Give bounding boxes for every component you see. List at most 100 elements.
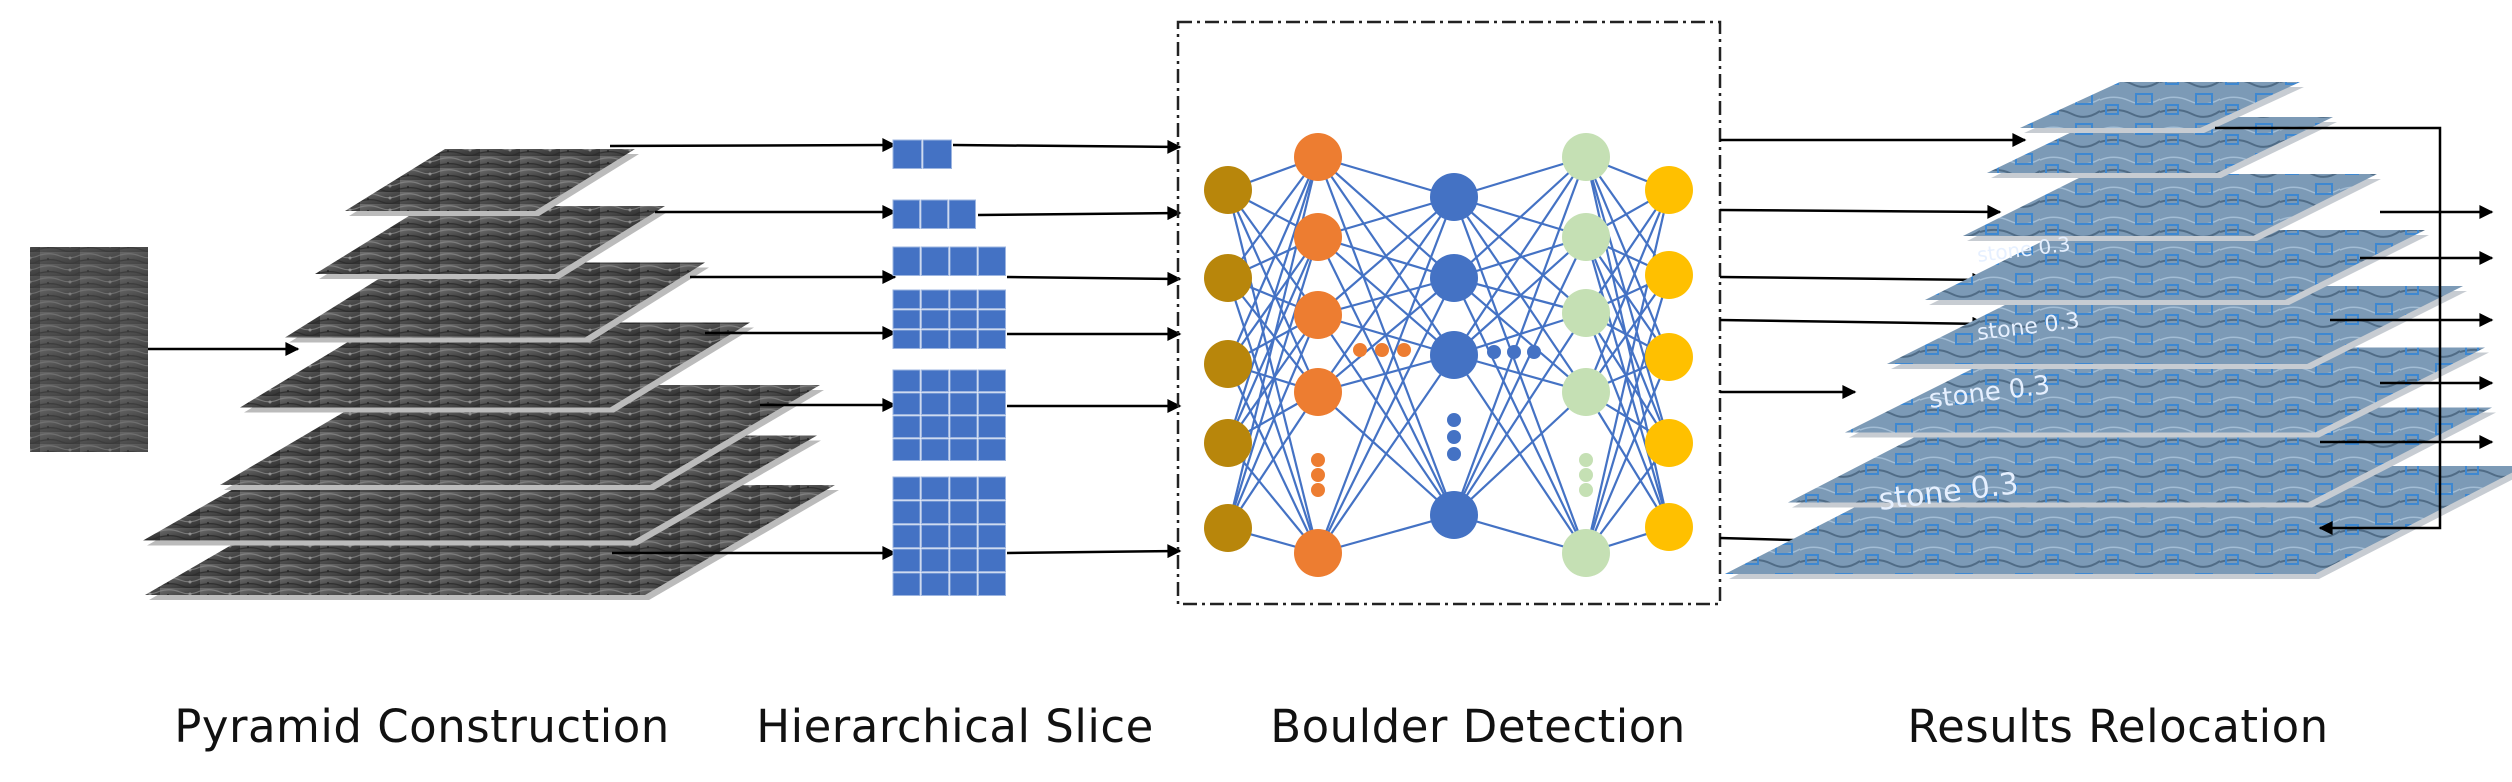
label-boulder-detection: Boulder Detection <box>1270 700 1686 753</box>
pyramid-layer <box>240 322 750 408</box>
slice-cell <box>921 548 949 572</box>
network-connection <box>1227 391 1319 529</box>
network-connection <box>1453 156 1587 279</box>
ellipsis-dot <box>1311 453 1325 467</box>
arrow-slice-to-network <box>1006 544 1182 559</box>
network-connection <box>1316 196 1456 554</box>
label-results-relocation: Results Relocation <box>1907 700 2329 753</box>
ellipsis-dot <box>1579 468 1593 482</box>
slice-cell <box>892 309 921 329</box>
slice-cell <box>921 289 949 309</box>
network-connection <box>1584 312 1671 528</box>
slice-cell <box>892 548 921 572</box>
network-connection <box>1226 314 1320 529</box>
pyramid-stack <box>143 149 839 600</box>
slice-cell <box>921 329 949 349</box>
slice-cell <box>949 438 978 461</box>
network-connection <box>1453 312 1587 516</box>
slice-cell <box>892 500 921 524</box>
bottleneck-node <box>1430 254 1478 302</box>
network-connection <box>1585 312 1670 444</box>
slice-cell <box>978 392 1006 415</box>
result-layer <box>1887 286 2463 364</box>
pyramid-layer <box>285 262 705 338</box>
slice-cell <box>921 476 949 500</box>
ellipsis-dot <box>1447 430 1461 444</box>
slice-cell <box>921 369 949 392</box>
pyramid-layer <box>345 149 635 211</box>
arrow-pyramid-to-slice <box>609 138 897 153</box>
network-connection <box>1453 156 1587 356</box>
slice-cell <box>921 309 949 329</box>
slice-block <box>892 139 952 169</box>
ellipsis-dot <box>1447 447 1461 461</box>
decoder-node <box>1562 368 1610 416</box>
result-layer-tint <box>1925 230 2425 300</box>
encoder-node <box>1294 213 1342 261</box>
slice-cell <box>921 415 949 438</box>
result-layer-tint <box>1887 286 2463 364</box>
slice-cell <box>921 392 949 415</box>
network-dashdot-frame <box>1176 20 1722 606</box>
network-connection <box>1453 236 1587 356</box>
network-nodes <box>1204 133 1693 577</box>
arrow-network-to-results <box>1719 316 1987 331</box>
ellipsis-dot <box>1353 343 1367 357</box>
slice-cell <box>921 246 949 276</box>
slice-cell <box>892 139 922 169</box>
slice-cell <box>949 415 978 438</box>
loop-line <box>2215 126 2442 535</box>
slice-cell <box>922 139 952 169</box>
slice-cell <box>921 524 949 548</box>
output-node <box>1645 503 1693 551</box>
network-connection <box>1227 277 1319 393</box>
source-image-group <box>30 247 300 452</box>
slice-cell <box>892 476 921 500</box>
decoder-node <box>1562 213 1610 261</box>
decoder-node <box>1562 133 1610 181</box>
input-node <box>1204 166 1252 214</box>
network-connection <box>1584 356 1671 554</box>
slice-cell <box>978 369 1006 392</box>
network-connection <box>1226 156 1320 365</box>
slice-cell <box>949 524 978 548</box>
network-connection <box>1584 189 1671 554</box>
network-connection <box>1227 189 1319 316</box>
input-node <box>1204 254 1252 302</box>
slice-cell <box>978 246 1006 276</box>
slice-cell <box>921 500 949 524</box>
slice-cell <box>892 524 921 548</box>
bottleneck-node <box>1430 173 1478 221</box>
boulder-detection-network <box>1176 20 1722 606</box>
network-connection <box>1226 189 1320 554</box>
slice-cell <box>949 548 978 572</box>
result-layer <box>1963 174 2377 236</box>
slice-cell <box>892 572 921 596</box>
slice-cell <box>892 438 921 461</box>
result-layer-tint <box>2020 82 2300 128</box>
network-connection <box>1584 274 1671 554</box>
encoder-node <box>1294 368 1342 416</box>
slice-block <box>892 476 1006 596</box>
network-connection <box>1317 196 1455 316</box>
slice-cell <box>978 415 1006 438</box>
network-connection <box>1317 277 1455 554</box>
network-connection <box>1453 236 1587 516</box>
ellipsis-dot <box>1447 413 1461 427</box>
network-connection <box>1453 391 1587 516</box>
network-connection <box>1585 236 1670 358</box>
arrow-slice-to-network <box>977 206 1182 221</box>
arrow-slice-to-network <box>1006 271 1182 286</box>
slice-block <box>892 289 1006 349</box>
decoder-node <box>1562 289 1610 337</box>
encoder-node <box>1294 291 1342 339</box>
slice-cell <box>892 329 921 349</box>
result-layer-tint <box>1963 174 2377 236</box>
ellipsis-dot <box>1579 483 1593 497</box>
ellipsis-dot <box>1375 343 1389 357</box>
source-terrain-image <box>30 247 148 452</box>
slice-cell <box>949 329 978 349</box>
arrow-network-to-results <box>1719 272 1987 287</box>
